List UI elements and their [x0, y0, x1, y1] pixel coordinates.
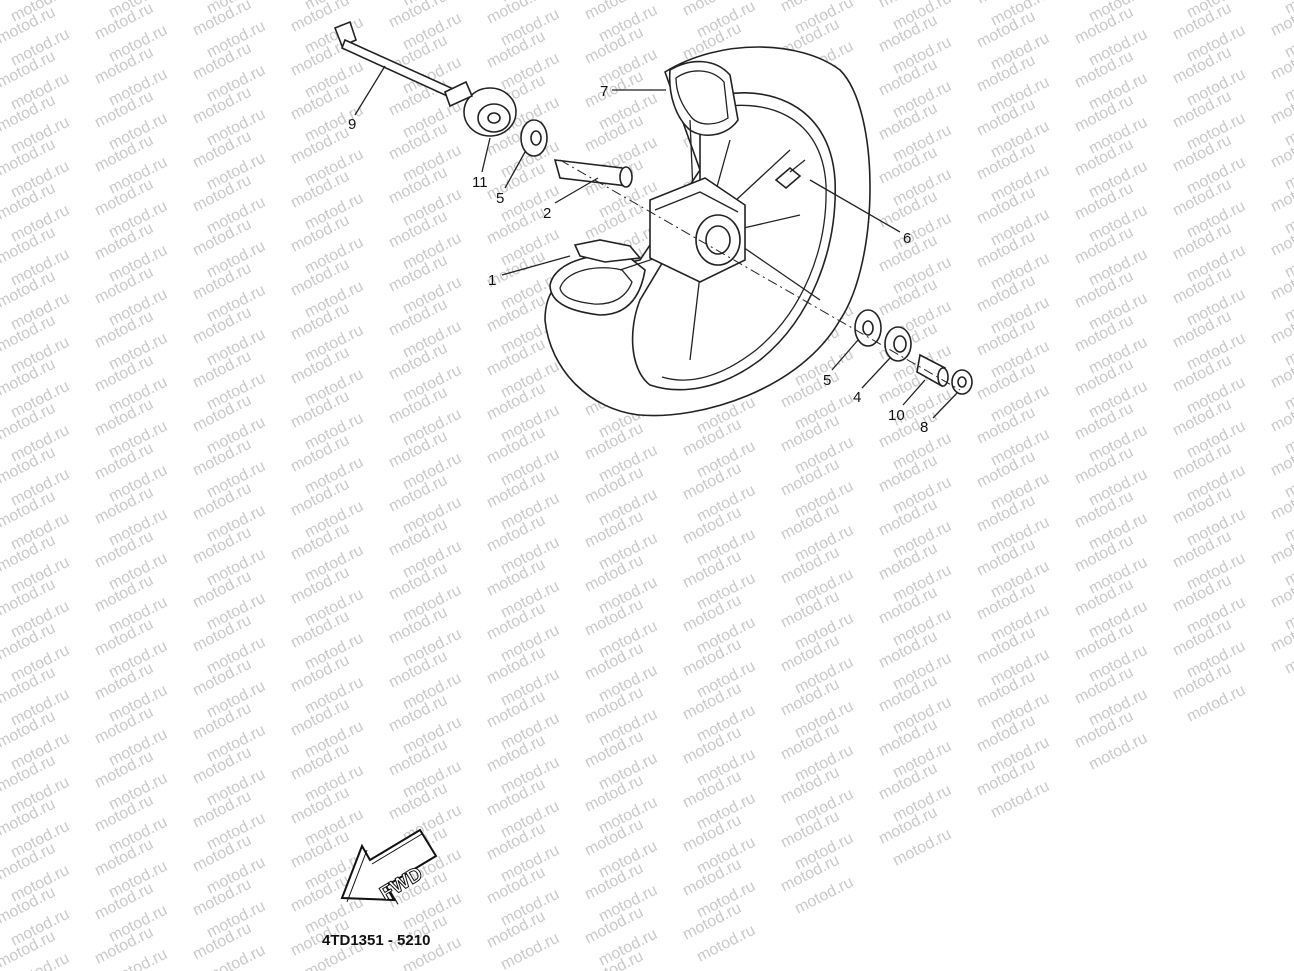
callout-7: 7: [600, 83, 608, 100]
callout-6: 6: [903, 230, 911, 247]
callout-11: 11: [472, 174, 488, 191]
callout-10: 10: [888, 407, 905, 424]
callout-9: 9: [348, 116, 356, 133]
callout-5-lower: 5: [823, 372, 831, 389]
oil-seal: [884, 326, 912, 362]
valve: [774, 159, 806, 190]
collar: [553, 159, 633, 188]
gear-unit: [444, 80, 517, 137]
callout-8: 8: [920, 419, 928, 436]
fwd-arrow-icon: FWD: [340, 828, 438, 906]
bearing-upper: [520, 119, 548, 157]
callout-2: 2: [543, 205, 551, 222]
callout-4: 4: [853, 389, 861, 406]
bearing-lower: [854, 309, 882, 347]
leader-lines: [354, 65, 959, 419]
callout-labels: 9 11 5 2 7 6 1 5 4 10 8: [348, 83, 928, 436]
wheel-hub: [649, 177, 746, 283]
callout-5-upper: 5: [496, 190, 504, 207]
axle-nut: [951, 369, 973, 395]
axle: [333, 20, 462, 102]
callout-1: 1: [488, 272, 496, 289]
collar-lower: [916, 353, 949, 388]
diagram-code: 4TD1351 - 5210: [322, 932, 430, 949]
axle-centerline: [559, 159, 961, 391]
